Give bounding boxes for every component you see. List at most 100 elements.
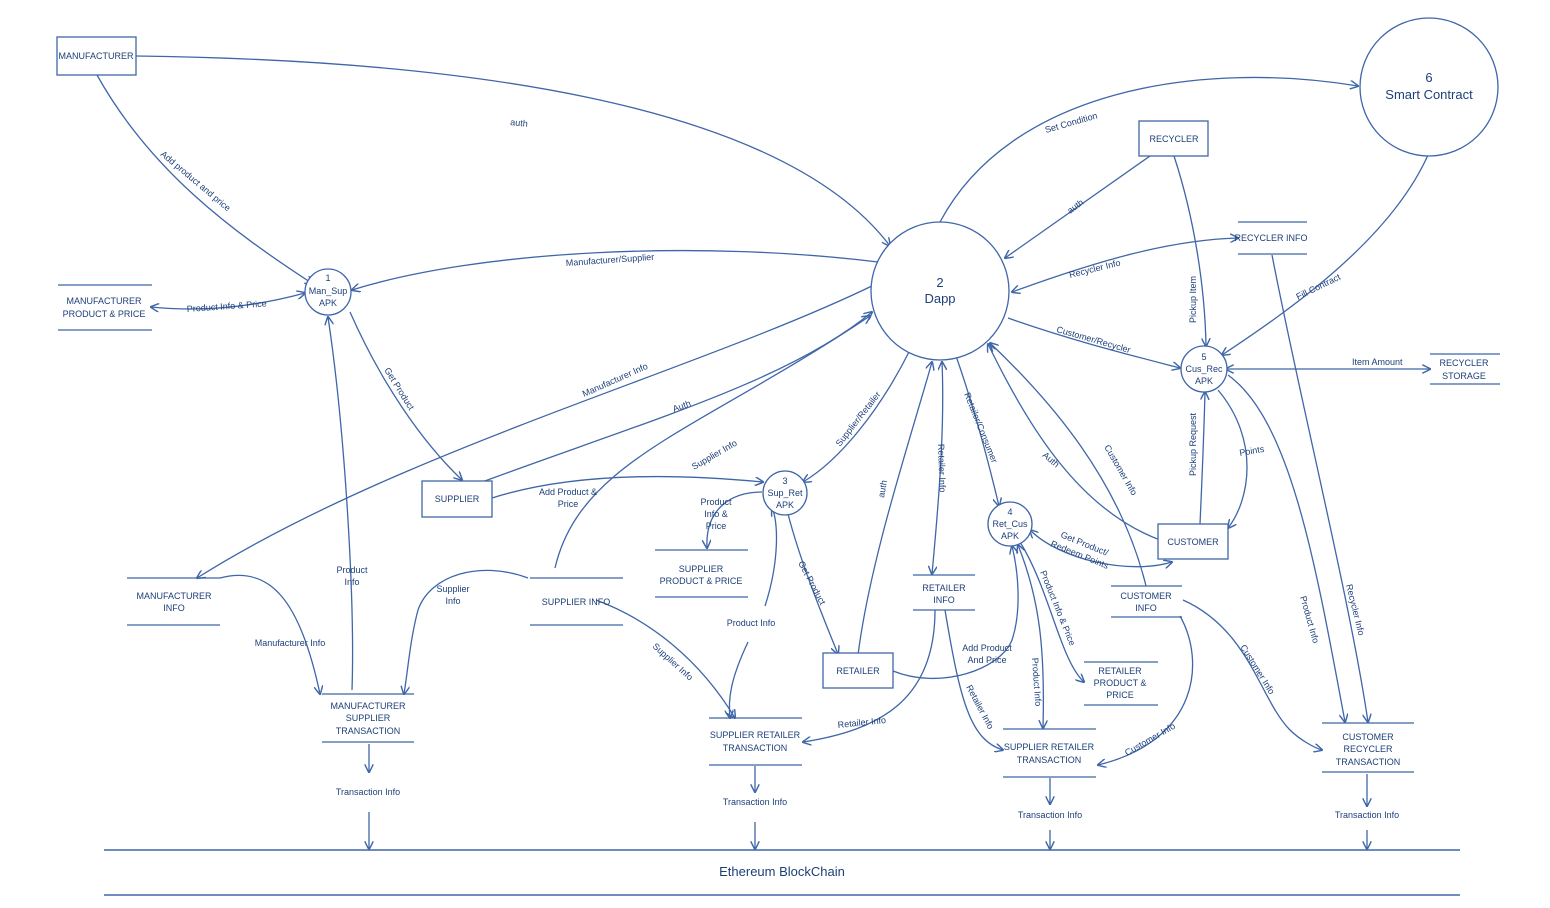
edge-supplier-dapp	[481, 312, 872, 483]
store-si-line1: SUPPLIER INFO	[542, 597, 611, 607]
edge-dapp-p5	[1007, 317, 1180, 368]
edge-p3-srt1-b	[729, 641, 749, 718]
label-supplier-info-mst-2: Info	[445, 596, 460, 606]
store-manufacturer-supplier-transaction: MANUFACTURER SUPPLIER TRANSACTION	[322, 693, 414, 743]
edge-retailer-dapp	[857, 362, 932, 656]
blockchain-label: Ethereum BlockChain	[719, 864, 845, 879]
store-spp-line2: PRODUCT & PRICE	[660, 576, 743, 586]
label-recycler-info: Recycler Info	[1068, 258, 1121, 280]
edge-si-dapp	[554, 316, 870, 569]
label-product-info-price-3-2: Info &	[704, 509, 728, 519]
store-rs-line2: STORAGE	[1442, 371, 1486, 381]
label-retailer-info-srt2: Retailer Info	[964, 683, 996, 731]
process-5-sub: APK	[1195, 376, 1213, 386]
entity-recycler-label: RECYCLER	[1149, 134, 1199, 144]
label-add-product-price-sup-1: Add Product &	[539, 487, 597, 497]
edge-recycler-p5	[1173, 155, 1206, 346]
edge-p4-srt2	[1018, 545, 1043, 728]
label-product-info-price-3-3: Price	[706, 521, 727, 531]
process-4-ret-cus[interactable]: 4 Ret_Cus APK	[987, 501, 1033, 547]
edge-ci-crt	[1182, 599, 1322, 750]
entity-supplier[interactable]: SUPPLIER	[421, 480, 493, 518]
store-mst-line1: MANUFACTURER	[330, 701, 406, 711]
process-3-name: Sup_Ret	[767, 488, 803, 498]
label-customer-info-crt: Customer Info	[1238, 643, 1276, 696]
edge-customer-dapp	[988, 344, 1161, 541]
edge-rci-crt	[1271, 254, 1368, 722]
label-customer-recycler: Customer/Recycler	[1055, 324, 1131, 355]
process-1-man-sup[interactable]: 1 Man_Sup APK	[304, 268, 352, 316]
label-retailer-consumer: Retailer/Consumer	[962, 391, 999, 464]
store-customer-info: CUSTOMER INFO	[1111, 585, 1182, 618]
label-auth-supplier: Auth	[671, 398, 692, 414]
store-mst-line3: TRANSACTION	[336, 726, 401, 736]
label-supplier-info-srt: Supplier Info	[651, 641, 695, 682]
label-supplier-info-dapp: Supplier Info	[690, 438, 739, 472]
store-mst-line2: SUPPLIER	[346, 713, 391, 723]
process-2-num: 2	[936, 275, 943, 290]
label-add-product-price: Add product and price	[159, 149, 233, 213]
process-3-sup-ret[interactable]: 3 Sup_Ret APK	[762, 470, 808, 516]
store-mi-line2: INFO	[163, 603, 185, 613]
store-retailer-info: RETAILER INFO	[913, 574, 975, 611]
store-rpp-line1: RETAILER	[1098, 666, 1142, 676]
label-retailer-info-srt: Retailer Info	[837, 715, 886, 730]
process-4-num: 4	[1007, 507, 1012, 517]
edge-ri-srt2	[944, 609, 1003, 750]
process-6-name: Smart Contract	[1385, 87, 1473, 102]
label-product-info-mst-1: Product	[336, 565, 368, 575]
edge-supplier-p3	[491, 475, 763, 499]
label-retailer-info-dapp: Retailer Info	[936, 444, 948, 493]
store-ri-line1: RETAILER	[922, 583, 966, 593]
process-6-smart-contract[interactable]: 6 Smart Contract	[1359, 17, 1499, 157]
flow-edges	[96, 55, 1430, 849]
entity-supplier-label: SUPPLIER	[435, 494, 480, 504]
edge-dapp-ri	[932, 362, 943, 574]
entity-retailer[interactable]: RETAILER	[822, 652, 894, 689]
label-pickup-item: Pickup Item	[1188, 276, 1198, 323]
blockchain-rail: Ethereum BlockChain	[104, 849, 1460, 896]
store-ci-line2: INFO	[1135, 603, 1157, 613]
edge-dapp-p1	[352, 249, 879, 290]
store-customer-recycler-transaction: CUSTOMER RECYCLER TRANSACTION	[1322, 722, 1414, 773]
process-1-sub: APK	[319, 298, 337, 308]
store-crt-line1: CUSTOMER	[1342, 732, 1394, 742]
store-crt-line2: RECYCLER	[1343, 744, 1393, 754]
label-product-info-srt2: Product Info	[1030, 657, 1043, 706]
store-supplier-info: SUPPLIER INFO	[530, 577, 623, 626]
store-srt1-line1: SUPPLIER RETAILER	[710, 730, 801, 740]
store-supplier-retailer-transaction-2: SUPPLIER RETAILER TRANSACTION	[1003, 728, 1096, 778]
label-supplier-retailer: Supplier/Retailer	[834, 390, 883, 449]
label-product-info-price-4: Product Info & Price	[1038, 569, 1077, 647]
edge-dapp-p3	[803, 349, 911, 482]
label-item-amount: Item Amount	[1352, 357, 1403, 367]
store-spp-line1: SUPPLIER	[679, 564, 724, 574]
label-product-info-mst-2: Info	[344, 577, 359, 587]
label-get-product-3: Get Product	[796, 559, 828, 607]
process-5-cus-rec[interactable]: 5 Cus_Rec APK	[1180, 345, 1228, 393]
entity-recycler[interactable]: RECYCLER	[1138, 120, 1209, 157]
entity-manufacturer[interactable]: MANUFACTURER	[56, 36, 137, 76]
edge-p4-customer	[1030, 530, 1172, 567]
store-srt1-line2: TRANSACTION	[723, 743, 788, 753]
label-auth-customer: Auth	[1041, 450, 1062, 470]
store-retailer-product-price: RETAILER PRODUCT & PRICE	[1084, 661, 1158, 706]
label-tx1: Transaction Info	[336, 787, 400, 797]
process-2-dapp[interactable]: 2 Dapp	[870, 221, 1010, 361]
store-srt2-line2: TRANSACTION	[1017, 755, 1082, 765]
label-set-condition: Set Condition	[1044, 110, 1099, 135]
label-add-product-price-sup-2: Price	[558, 499, 579, 509]
label-pickup-request: Pickup Request	[1188, 412, 1198, 476]
entity-customer[interactable]: CUSTOMER	[1157, 523, 1229, 560]
edge-ri-srt1	[803, 609, 936, 742]
label-fill-contract: Fill Contract	[1294, 272, 1342, 302]
edge-p3-spp	[707, 491, 763, 548]
process-4-name: Ret_Cus	[992, 519, 1028, 529]
edge-manufacturer-dapp	[135, 55, 890, 246]
label-points: Points	[1239, 444, 1266, 458]
entity-manufacturer-label: MANUFACTURER	[58, 51, 134, 61]
label-tx3: Transaction Info	[1018, 810, 1082, 820]
process-1-name: Man_Sup	[309, 286, 348, 296]
store-mpp-line2: PRODUCT & PRICE	[63, 309, 146, 319]
